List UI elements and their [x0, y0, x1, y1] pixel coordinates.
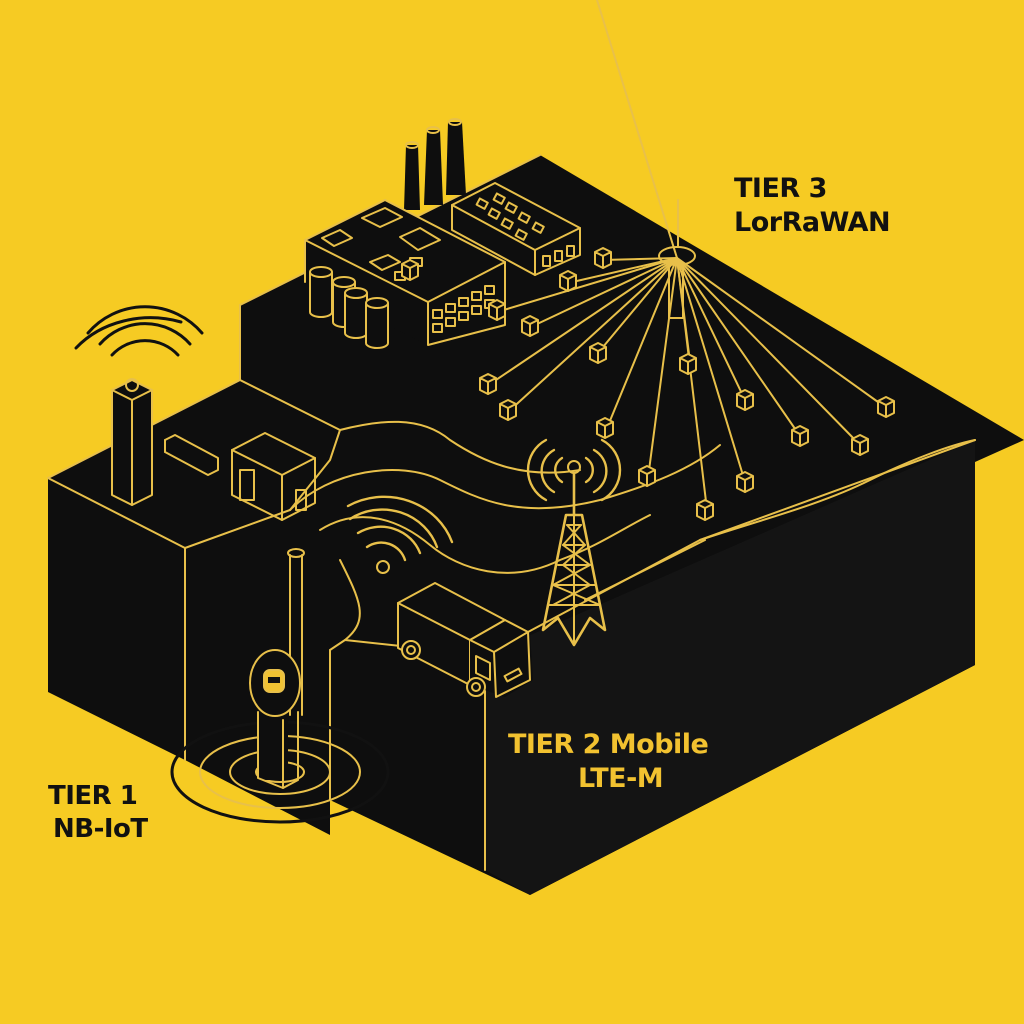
sensor-links [489, 0, 886, 511]
tier1-title: TIER 1 [48, 781, 138, 811]
sensor-nodes [401, 247, 895, 521]
storage-tank-icon [309, 266, 389, 349]
smokestack-icon [404, 118, 466, 210]
wifi-signal-icon [74, 305, 204, 357]
smart-meter-icon [170, 548, 390, 824]
shed-icon [164, 432, 316, 521]
tier2-label: TIER 2 Mobile LTE-M [508, 728, 709, 796]
cell-tower-icon [526, 438, 622, 647]
tier3-title: TIER 3 [734, 173, 827, 204]
factory-icon [304, 118, 581, 349]
wifi-signal-icon [526, 438, 622, 502]
wifi-signal-icon [346, 495, 454, 574]
tier2-technology: LTE-M [578, 762, 664, 794]
tier2-title: TIER 2 Mobile [508, 729, 709, 760]
transmitter-tower-icon [74, 305, 204, 506]
tier1-technology: NB-IoT [53, 813, 148, 844]
tier3-technology: LorRaWAN [734, 206, 891, 238]
truck-icon [397, 582, 533, 698]
tier1-label: TIER 1 NB-IoT [48, 780, 148, 845]
tier3-label: TIER 3 LorRaWAN [734, 172, 891, 240]
